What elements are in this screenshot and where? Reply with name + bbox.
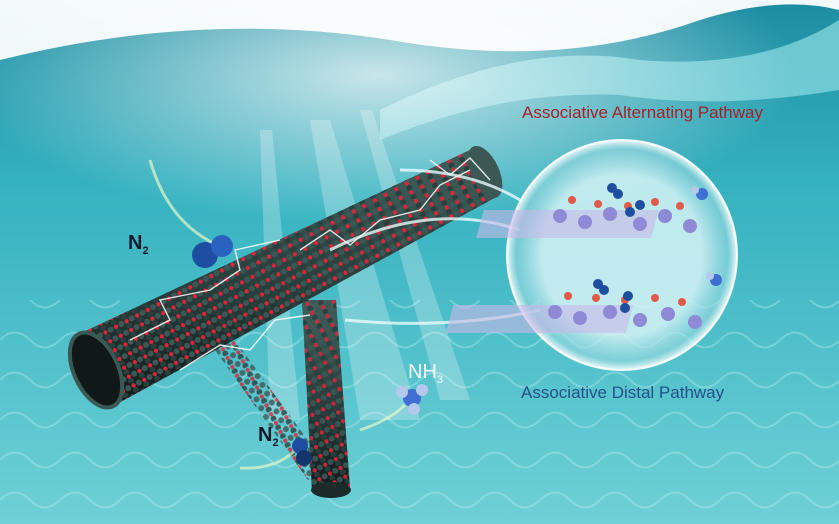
nh3-label: NH3 (408, 361, 443, 386)
electric-sparks (129, 157, 491, 371)
nh3-molecule (359, 384, 428, 432)
carbon-nanotube-main (67, 145, 503, 410)
zoom-bubble (445, 139, 738, 371)
n2-label-left-sub: 2 (142, 245, 149, 257)
nh3-label-sub: 3 (436, 374, 444, 386)
n2-label-left-main: N (128, 232, 143, 254)
n2-label-bottom: N2 (258, 424, 279, 449)
catalyst-layer-lower (445, 272, 722, 333)
catalyst-layer-upper (476, 183, 708, 238)
nh3-label-main: NH (408, 361, 437, 383)
n2-label-bottom-main: N (258, 424, 273, 446)
carbon-nanotube-vertical (302, 300, 351, 498)
n2-molecule-bottom (239, 438, 312, 470)
associative-alternating-pathway-label: Associative Alternating Pathway (522, 103, 763, 122)
n2-molecule-left (148, 159, 233, 268)
n2-label-bottom-sub: 2 (272, 437, 279, 449)
associative-distal-pathway-label: Associative Distal Pathway (521, 383, 725, 402)
n2-label-left: N2 (128, 232, 149, 257)
